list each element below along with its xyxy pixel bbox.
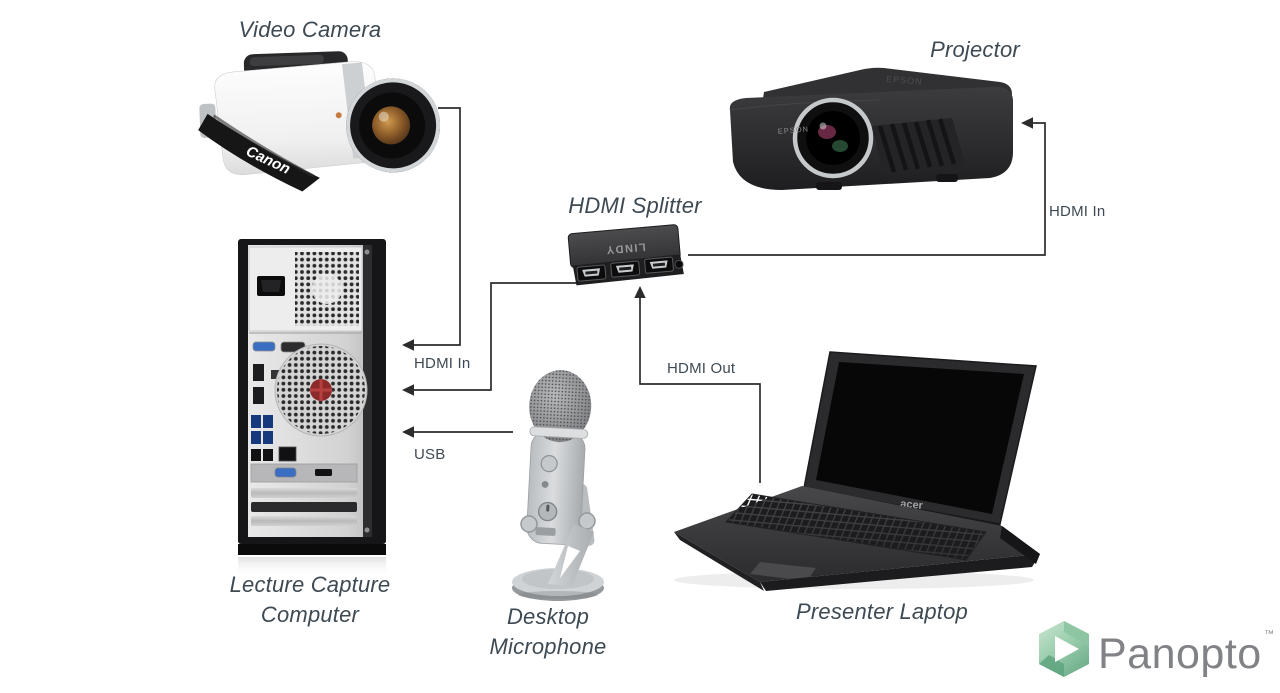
- hdmi-out-label: HDMI Out: [667, 360, 736, 377]
- computer-label-line2: Computer: [260, 602, 360, 627]
- arrowhead-splitter-to-projector: [1021, 117, 1033, 129]
- presenter-laptop-label: Presenter Laptop: [796, 599, 968, 624]
- computer-label-line1: Lecture Capture: [229, 572, 391, 597]
- microphone-label-line1: Desktop: [506, 604, 590, 629]
- hdmi-splitter-label: HDMI Splitter: [568, 193, 702, 218]
- microphone-body-group: [526, 370, 592, 545]
- splitter-hdmi-ports: [576, 256, 674, 282]
- video-camera-label: Video Camera: [238, 17, 382, 42]
- desktop-microphone-image: [512, 370, 604, 601]
- hdmi-in-left-label: HDMI In: [414, 355, 471, 372]
- arrowhead-splitter-to-computer: [402, 384, 414, 396]
- panopto-logo-text: Panopto: [1098, 630, 1262, 678]
- wire-splitter-to-computer: [412, 282, 580, 391]
- lecture-capture-computer-image: [238, 239, 386, 577]
- wire-splitter-to-projector: [688, 122, 1046, 256]
- hdmi-splitter-image: LINDY: [567, 224, 684, 286]
- wire-camera-to-computer: [412, 107, 461, 346]
- arrowhead-laptop-to-splitter: [634, 286, 646, 298]
- panopto-logo: Panopto ™: [1039, 621, 1274, 678]
- projector-brand-front-text: EPSON: [777, 124, 809, 136]
- presenter-laptop-image: acer: [674, 351, 1040, 591]
- video-camera-image: Canon: [198, 51, 440, 192]
- microphone-label-line2: Microphone: [489, 634, 607, 659]
- desktop-microphone-label: Desktop Microphone: [408, 602, 688, 662]
- splitter-brand-text: LINDY: [605, 240, 646, 255]
- splitter-body-group: LINDY: [567, 224, 684, 286]
- wire-laptop-to-splitter: [639, 297, 761, 483]
- projector-image: EPSON EPSON: [729, 67, 1013, 190]
- projector-brand-top-text: EPSON: [886, 74, 923, 87]
- camera-body-group: Canon: [198, 51, 440, 192]
- panopto-trademark: ™: [1264, 629, 1274, 640]
- usb-label: USB: [414, 446, 446, 463]
- splitter-dc-jack: [674, 259, 684, 269]
- arrowhead-mic-to-computer: [402, 426, 414, 438]
- projector-vent: [872, 118, 966, 176]
- lecture-capture-computer-label: Lecture Capture Computer: [170, 570, 450, 630]
- panopto-logo-mark: [1039, 621, 1089, 677]
- projector-label: Projector: [930, 37, 1020, 62]
- hdmi-in-right-label: HDMI In: [1049, 203, 1106, 220]
- arrowhead-camera-to-computer: [402, 339, 414, 351]
